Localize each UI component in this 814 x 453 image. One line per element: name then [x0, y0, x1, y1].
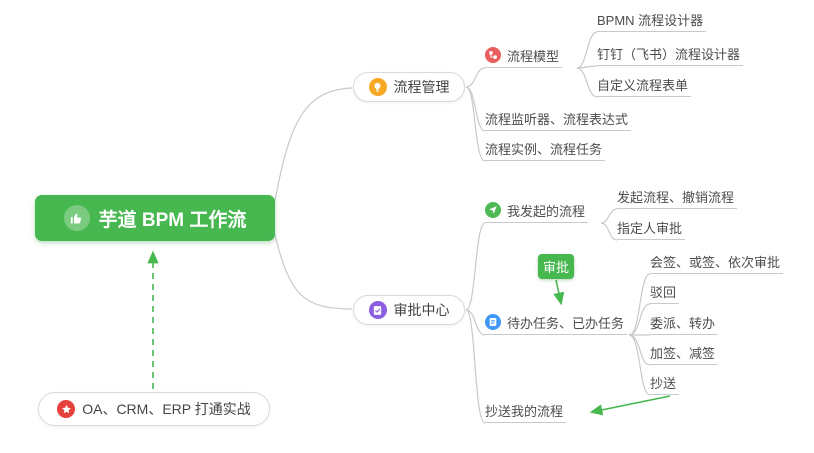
node-oa-crm-erp[interactable]: OA、CRM、ERP 打通实战 [38, 392, 270, 426]
node-my-initiated-process[interactable]: 我发起的流程 [485, 201, 589, 223]
leaf-label: 流程监听器、流程表达式 [485, 111, 629, 127]
leaf-label: 我发起的流程 [507, 203, 586, 219]
node-dingtalk-designer[interactable]: 钉钉（飞书）流程设计器 [597, 44, 744, 66]
arrow-cc-to-cc-process [589, 395, 671, 416]
leaf-label: BPMN 流程设计器 [597, 12, 704, 28]
leaf-label: 驳回 [650, 284, 677, 300]
task-list-icon [485, 314, 501, 330]
floating-label: OA、CRM、ERP 打通实战 [82, 401, 251, 417]
tag-approval[interactable]: 审批 [538, 254, 574, 279]
arrow-approval-to-tasks [553, 279, 565, 306]
leaf-label: 发起流程、撤销流程 [617, 189, 735, 205]
root-label: 芋道 BPM 工作流 [98, 209, 247, 231]
node-cc-my-process[interactable]: 抄送我的流程 [485, 401, 567, 423]
flow-model-icon [485, 47, 501, 63]
node-listener-expression[interactable]: 流程监听器、流程表达式 [485, 109, 632, 131]
leaf-label: 会签、或签、依次审批 [650, 254, 781, 270]
node-custom-form[interactable]: 自定义流程表单 [597, 75, 692, 97]
node-initiate-cancel-process[interactable]: 发起流程、撤销流程 [617, 187, 738, 209]
branch-label: 审批中心 [393, 302, 450, 318]
leaf-label: 自定义流程表单 [597, 77, 689, 93]
paper-plane-icon [485, 202, 501, 218]
node-reject[interactable]: 驳回 [650, 282, 680, 304]
node-instance-task[interactable]: 流程实例、流程任务 [485, 139, 606, 161]
leaf-label: 待办任务、已办任务 [507, 315, 625, 331]
node-countersign-orsign[interactable]: 会签、或签、依次审批 [650, 252, 784, 274]
tag-label: 审批 [542, 260, 569, 275]
root-node[interactable]: 芋道 BPM 工作流 [35, 195, 275, 241]
node-add-reduce-sign[interactable]: 加签、减签 [650, 343, 719, 365]
node-delegate-transfer[interactable]: 委派、转办 [650, 313, 719, 335]
leaf-label: 指定人审批 [617, 220, 683, 236]
star-icon [57, 400, 76, 418]
thumbs-up-icon [63, 205, 90, 231]
node-approval-center[interactable]: 审批中心 [353, 295, 465, 325]
node-cc[interactable]: 抄送 [650, 373, 680, 395]
document-check-icon [368, 301, 387, 319]
branch-label: 流程管理 [393, 79, 450, 95]
leaf-label: 抄送我的流程 [485, 403, 564, 419]
node-assignee-approval[interactable]: 指定人审批 [617, 218, 686, 240]
node-todo-done-tasks[interactable]: 待办任务、已办任务 [485, 313, 628, 335]
leaf-label: 流程模型 [507, 48, 560, 64]
node-bpmn-designer[interactable]: BPMN 流程设计器 [597, 10, 707, 32]
leaf-label: 钉钉（飞书）流程设计器 [597, 46, 741, 62]
leaf-label: 加签、减签 [650, 345, 716, 361]
lightbulb-icon [368, 78, 387, 96]
leaf-label: 流程实例、流程任务 [485, 141, 603, 157]
node-process-management[interactable]: 流程管理 [353, 72, 465, 102]
leaf-label: 委派、转办 [650, 315, 716, 331]
leaf-label: 抄送 [650, 375, 677, 391]
node-process-model[interactable]: 流程模型 [485, 46, 563, 68]
